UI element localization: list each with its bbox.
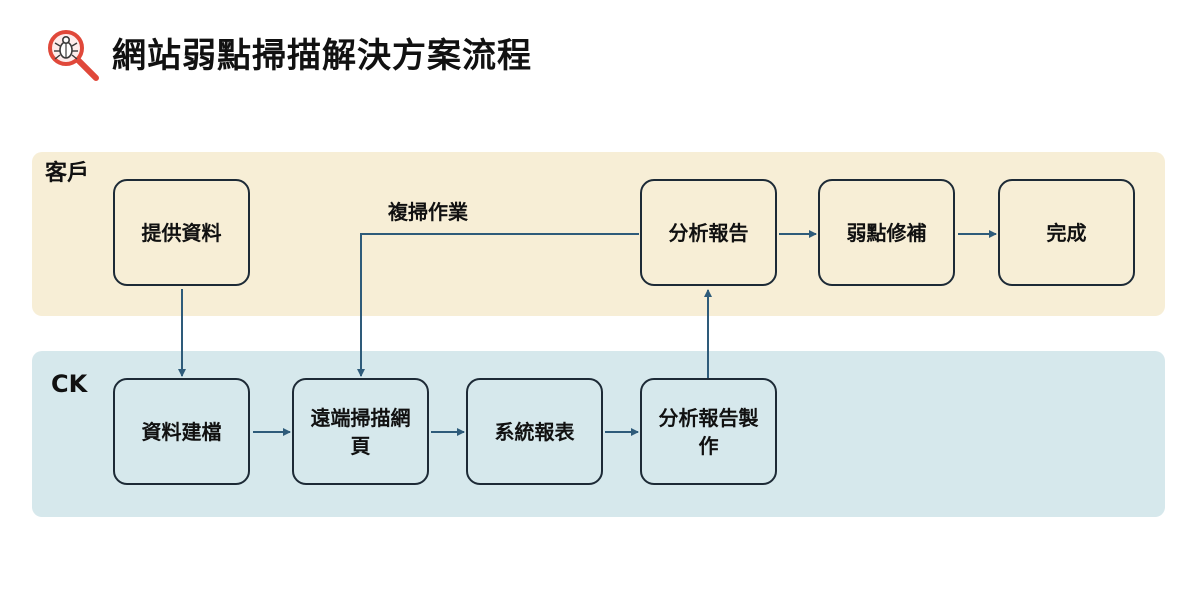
node-build-file: 資料建檔 — [113, 378, 250, 485]
node-remote-scan: 遠端掃描網頁 — [292, 378, 429, 485]
customer-lane-label: 客戶 — [45, 161, 90, 186]
node-provide-data: 提供資料 — [113, 179, 250, 286]
rescan-label: 複掃作業 — [388, 200, 468, 224]
node-system-report: 系統報表 — [466, 378, 603, 485]
node-report-production-label: 分析報告製作 — [658, 405, 759, 458]
node-complete: 完成 — [998, 179, 1135, 286]
node-fix-vulnerabilities: 弱點修補 — [818, 179, 955, 286]
node-analysis-report: 分析報告 — [640, 179, 777, 286]
page-title: 網站弱點掃描解決方案流程 — [112, 36, 532, 76]
node-system-report-label: 系統報表 — [494, 419, 575, 444]
node-fix-vulnerabilities-label: 弱點修補 — [846, 220, 927, 245]
node-provide-data-label: 提供資料 — [141, 220, 222, 245]
node-remote-scan-label: 遠端掃描網頁 — [310, 405, 411, 458]
node-complete-label: 完成 — [1046, 220, 1087, 245]
node-report-production: 分析報告製作 — [640, 378, 777, 485]
ck-lane-label: CK — [51, 370, 88, 398]
bug-magnifier-icon — [48, 30, 99, 81]
node-analysis-report-label: 分析報告 — [668, 220, 749, 245]
node-build-file-label: 資料建檔 — [141, 419, 222, 444]
